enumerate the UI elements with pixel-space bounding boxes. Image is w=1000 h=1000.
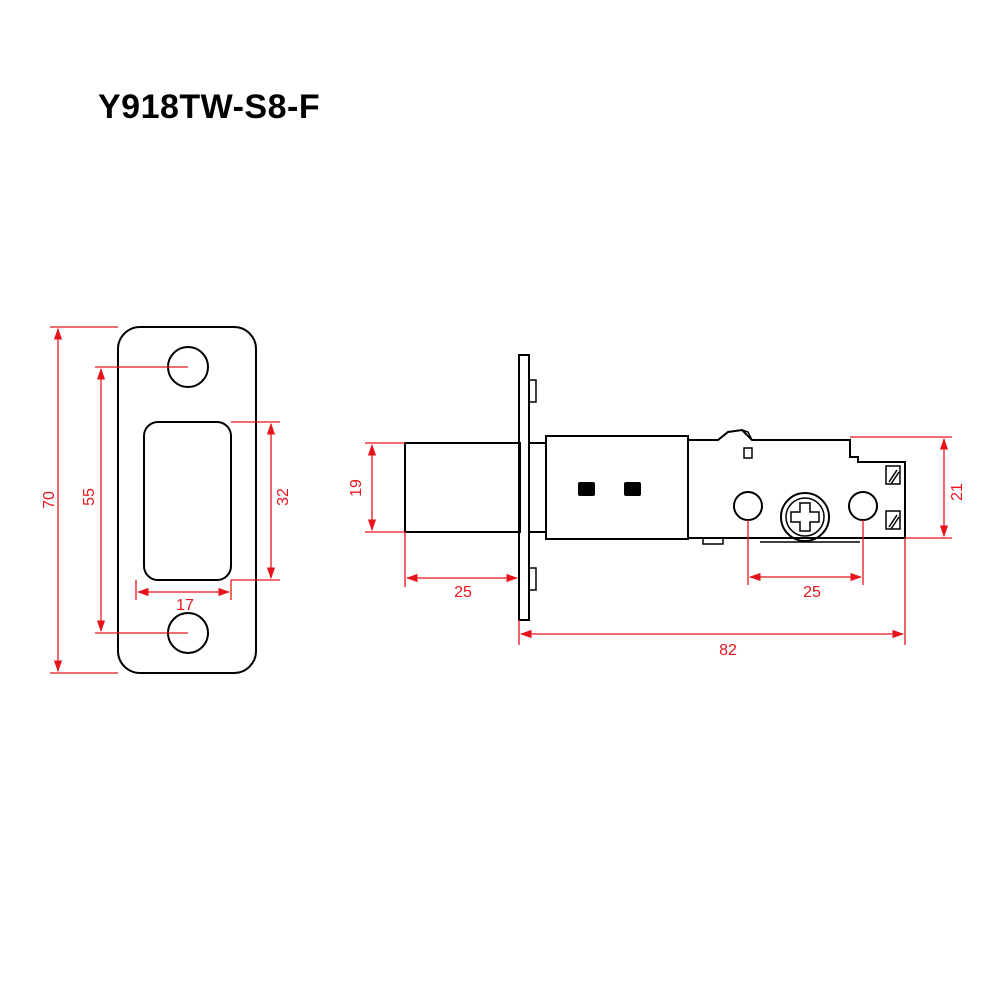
latch-collar [528, 442, 547, 533]
rear-lever-notch [743, 447, 753, 459]
dim-label-bolt-height: 19 [348, 479, 365, 497]
strike-plate-outline [117, 326, 257, 674]
rear-lever [741, 429, 753, 441]
latch [404, 354, 906, 621]
faceplate-tab-bottom [528, 567, 537, 591]
latch-dimensions: 19 25 25 82 21 [348, 436, 966, 659]
rear-foot [702, 537, 724, 545]
spring-icon-bottom [885, 510, 901, 530]
strike-plate [117, 326, 257, 674]
strike-plate-dimensions: 70 55 32 17 [41, 326, 292, 674]
page-title: Y918TW-S8-F [98, 88, 321, 126]
latch-bolt [404, 442, 521, 533]
case-slot-right [624, 482, 641, 496]
latch-case [545, 435, 689, 540]
dim-label-latch-hole-spacing: 25 [803, 584, 821, 601]
case-slot-left [578, 482, 595, 496]
latch-hole-left [733, 491, 763, 521]
latch-hole-right [848, 491, 878, 521]
faceplate-tab-top [528, 379, 537, 403]
strike-plate-opening [143, 421, 232, 581]
dim-label-bolt-length: 25 [454, 584, 472, 601]
dim-label-hole-spacing: 55 [81, 488, 98, 506]
dim-label-height-total: 70 [41, 491, 58, 509]
dim-label-body-height: 21 [949, 483, 966, 501]
spring-icon-top [885, 465, 901, 485]
dim-label-opening-height: 32 [275, 488, 292, 506]
dim-label-backset: 82 [719, 642, 737, 659]
phillips-screw-icon [780, 492, 830, 542]
dim-label-opening-width: 17 [176, 597, 194, 614]
